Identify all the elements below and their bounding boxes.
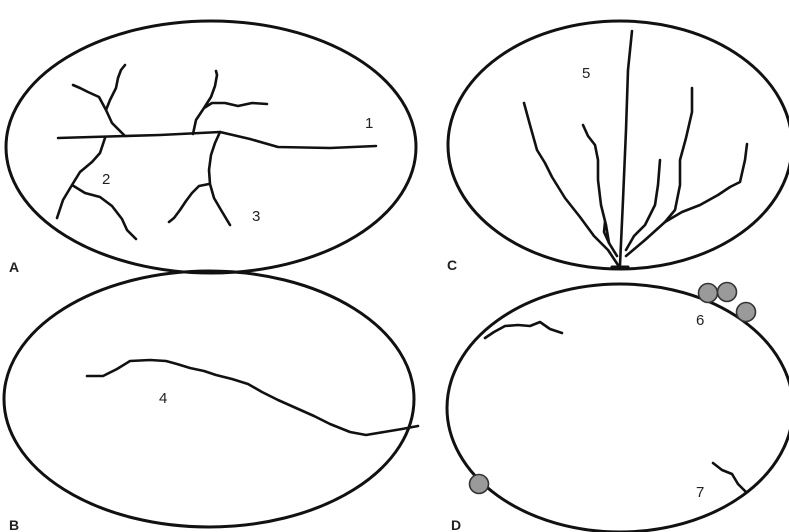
panel-a: 1 2 3 A (6, 21, 416, 275)
callout-number: 1 (365, 115, 373, 132)
pit-circle (699, 284, 718, 303)
callout-number: 3 (252, 208, 260, 225)
panel-label: C (447, 257, 457, 273)
panel-d: 6 7 D (447, 283, 789, 532)
panel-b-outline (4, 271, 414, 527)
panel-b-crack (87, 360, 418, 435)
panel-a-branch-lower-left (57, 138, 136, 239)
panel-d-outline (447, 284, 789, 532)
pit-circle (737, 303, 756, 322)
callout-number: 7 (696, 484, 704, 501)
callout-number: 5 (582, 65, 590, 82)
callout-number: 6 (696, 312, 704, 329)
panel-c: 5 C (447, 21, 789, 273)
panel-a-branch-lower-right (169, 132, 230, 225)
panel-a-branch-upper-middle (193, 71, 267, 134)
panel-d-crack-top (485, 322, 562, 338)
callout-number: 4 (159, 390, 167, 407)
pit-circle (470, 475, 489, 494)
panel-c-crack-far-right (665, 144, 747, 222)
panel-label: B (9, 517, 19, 532)
panel-c-outline (448, 21, 789, 269)
panel-c-crack-inner-right (626, 160, 660, 250)
panel-c-crack-far-left (524, 103, 618, 265)
callout-number: 2 (102, 171, 110, 188)
panel-label: A (9, 259, 19, 275)
pit-circle (718, 283, 737, 302)
panel-c-crack-left (583, 125, 617, 256)
panel-b: 4 B (4, 271, 418, 532)
panel-c-crack-center (620, 31, 632, 265)
panel-a-branch-upper-left (73, 65, 125, 136)
panel-d-crack-bottom (713, 463, 746, 492)
panel-label: D (451, 517, 461, 532)
